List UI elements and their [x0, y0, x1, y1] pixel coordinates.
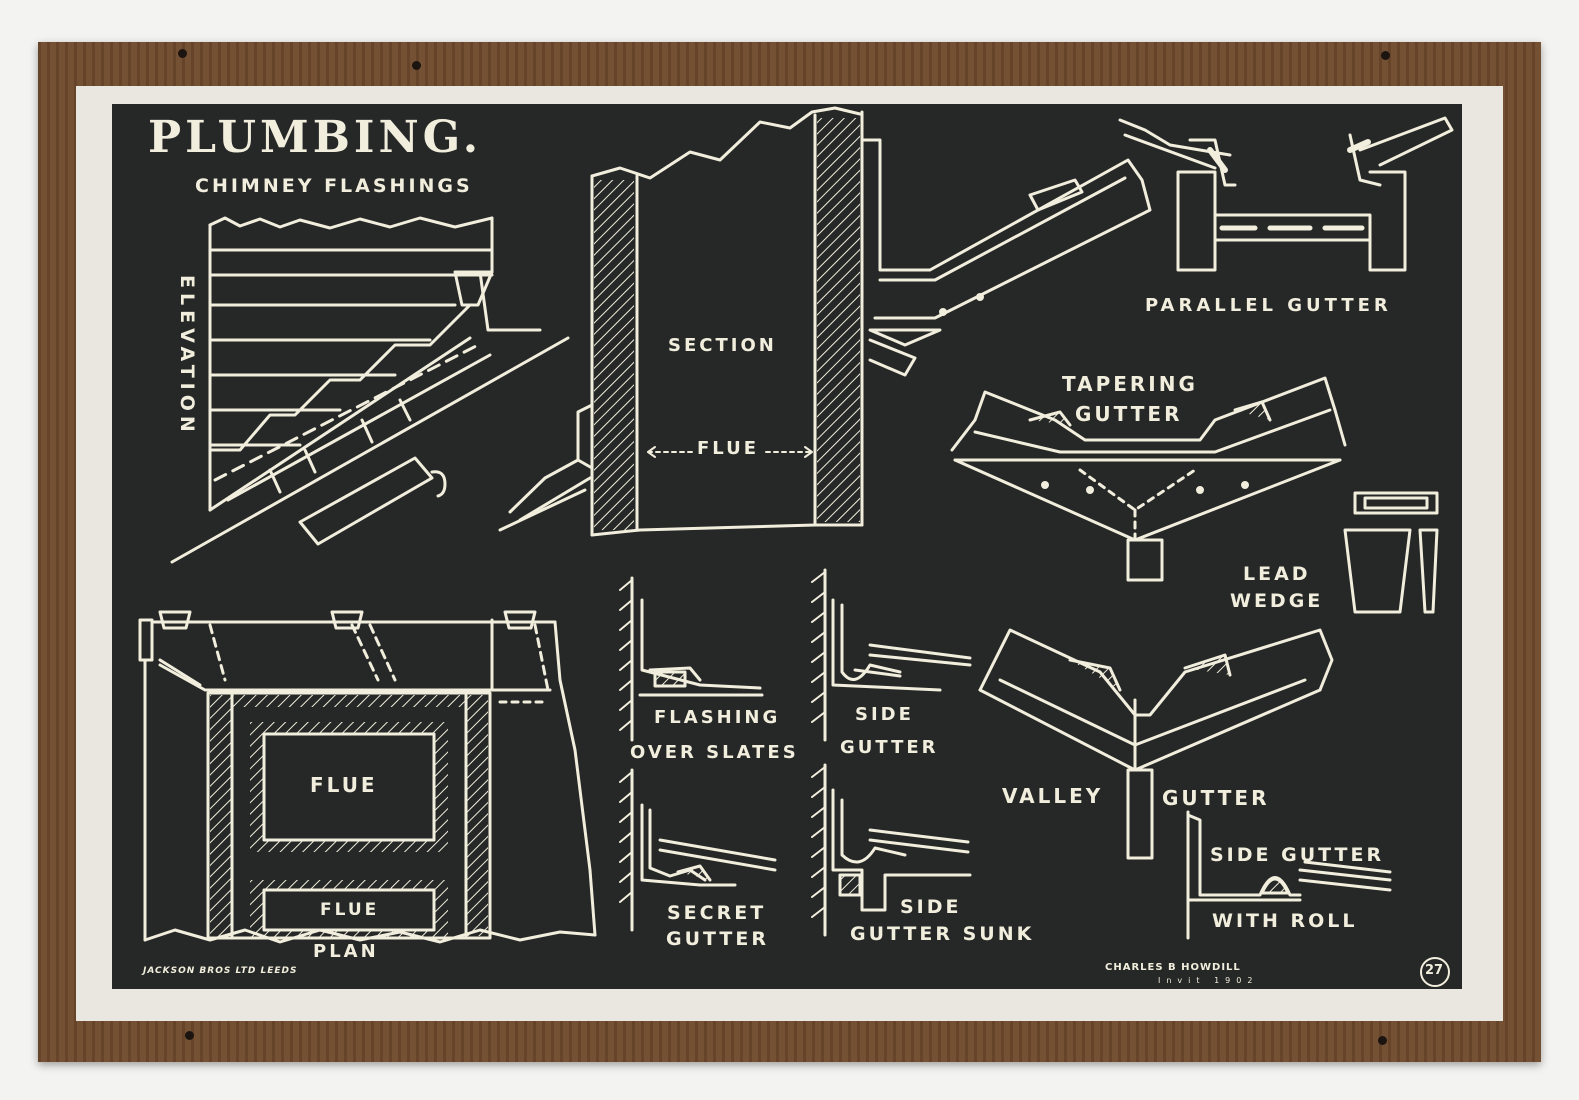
tapering-gutter-label-1: TAPERING	[1062, 372, 1198, 396]
frame-screw	[185, 1031, 194, 1040]
valley-gutter-diagram	[978, 628, 1334, 860]
elevation-diagram	[170, 216, 570, 564]
flue-plan-label-lower: FLUE	[320, 900, 380, 920]
valley-gutter-label-2: GUTTER	[1162, 786, 1270, 810]
side-gutter-with-roll-diagram	[1186, 810, 1392, 940]
plan-label: PLAN	[313, 941, 379, 962]
tapering-gutter-diagram	[950, 376, 1347, 582]
secret-gutter-diagram	[619, 768, 777, 932]
valley-gutter-label-1: VALLEY	[1002, 784, 1104, 808]
page-title: PLUMBING.	[148, 112, 483, 163]
side-gutter-label-1: SIDE	[855, 704, 914, 725]
secret-gutter-label-1: SECRET	[667, 902, 767, 924]
plate-number: 27	[1425, 963, 1444, 978]
elevation-label: ELEVATION	[176, 275, 198, 437]
side-gutter-sunk-label-2: GUTTER SUNK	[850, 923, 1035, 945]
publisher-credit: JACKSON BROS LTD LEEDS	[143, 966, 298, 976]
flashing-over-slates-label-1: FLASHING	[654, 707, 781, 728]
flue-section-label: FLUE	[697, 438, 760, 459]
side-gutter-sunk-diagram	[811, 763, 972, 937]
page-subtitle: CHIMNEY FLASHINGS	[195, 175, 473, 197]
side-gutter-sunk-label-1: SIDE	[900, 896, 962, 918]
section-diagram	[498, 106, 1152, 537]
parallel-gutter-diagram	[1118, 116, 1454, 272]
plate-number-circle	[1420, 957, 1450, 987]
flashing-over-slates-label-2: OVER SLATES	[630, 742, 799, 763]
lead-wedge-diagram	[1343, 491, 1439, 614]
flue-plan-label-upper: FLUE	[310, 773, 378, 797]
side-gutter-roll-label-1: SIDE GUTTER	[1210, 844, 1385, 866]
flashing-over-slates-diagram	[619, 576, 764, 742]
secret-gutter-label-2: GUTTER	[666, 928, 769, 950]
plan-diagram	[138, 610, 597, 944]
lead-wedge-label-1: LEAD	[1243, 563, 1311, 585]
lead-wedge-label-2: WEDGE	[1230, 590, 1324, 612]
frame-screw	[1378, 1036, 1387, 1045]
side-gutter-diagram	[811, 568, 972, 742]
side-gutter-label-2: GUTTER	[840, 737, 939, 758]
author-credit: CHARLES B HOWDILL	[1105, 962, 1241, 973]
frame-screw	[178, 49, 187, 58]
side-gutter-roll-label-2: WITH ROLL	[1212, 910, 1358, 932]
date-credit: Invit 1902	[1158, 976, 1259, 985]
frame-screw	[412, 61, 421, 70]
section-label: SECTION	[668, 335, 777, 356]
frame-screw	[1381, 51, 1390, 60]
parallel-gutter-label: PARALLEL GUTTER	[1145, 295, 1392, 316]
tapering-gutter-label-2: GUTTER	[1075, 402, 1183, 426]
